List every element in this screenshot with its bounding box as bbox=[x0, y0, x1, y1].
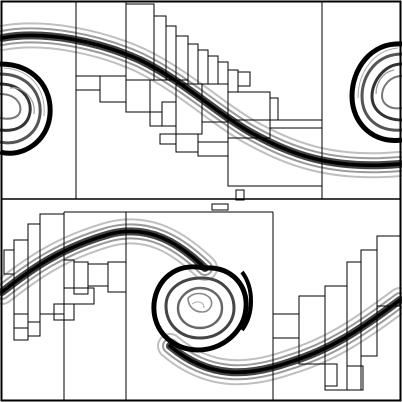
upper-shear-layer bbox=[0, 22, 402, 179]
upper-refinement-patches bbox=[75, 3, 323, 211]
vortex-center bbox=[151, 264, 253, 353]
shear-layer-contours bbox=[0, 22, 402, 386]
lower-right-refinement-patches bbox=[272, 235, 401, 391]
vortex-cores bbox=[0, 41, 402, 353]
lower-left-refinement-patches bbox=[3, 213, 127, 341]
lower-shear-layer bbox=[0, 218, 402, 386]
vortex-right-edge bbox=[349, 41, 402, 143]
vortex-left-edge bbox=[0, 61, 53, 156]
